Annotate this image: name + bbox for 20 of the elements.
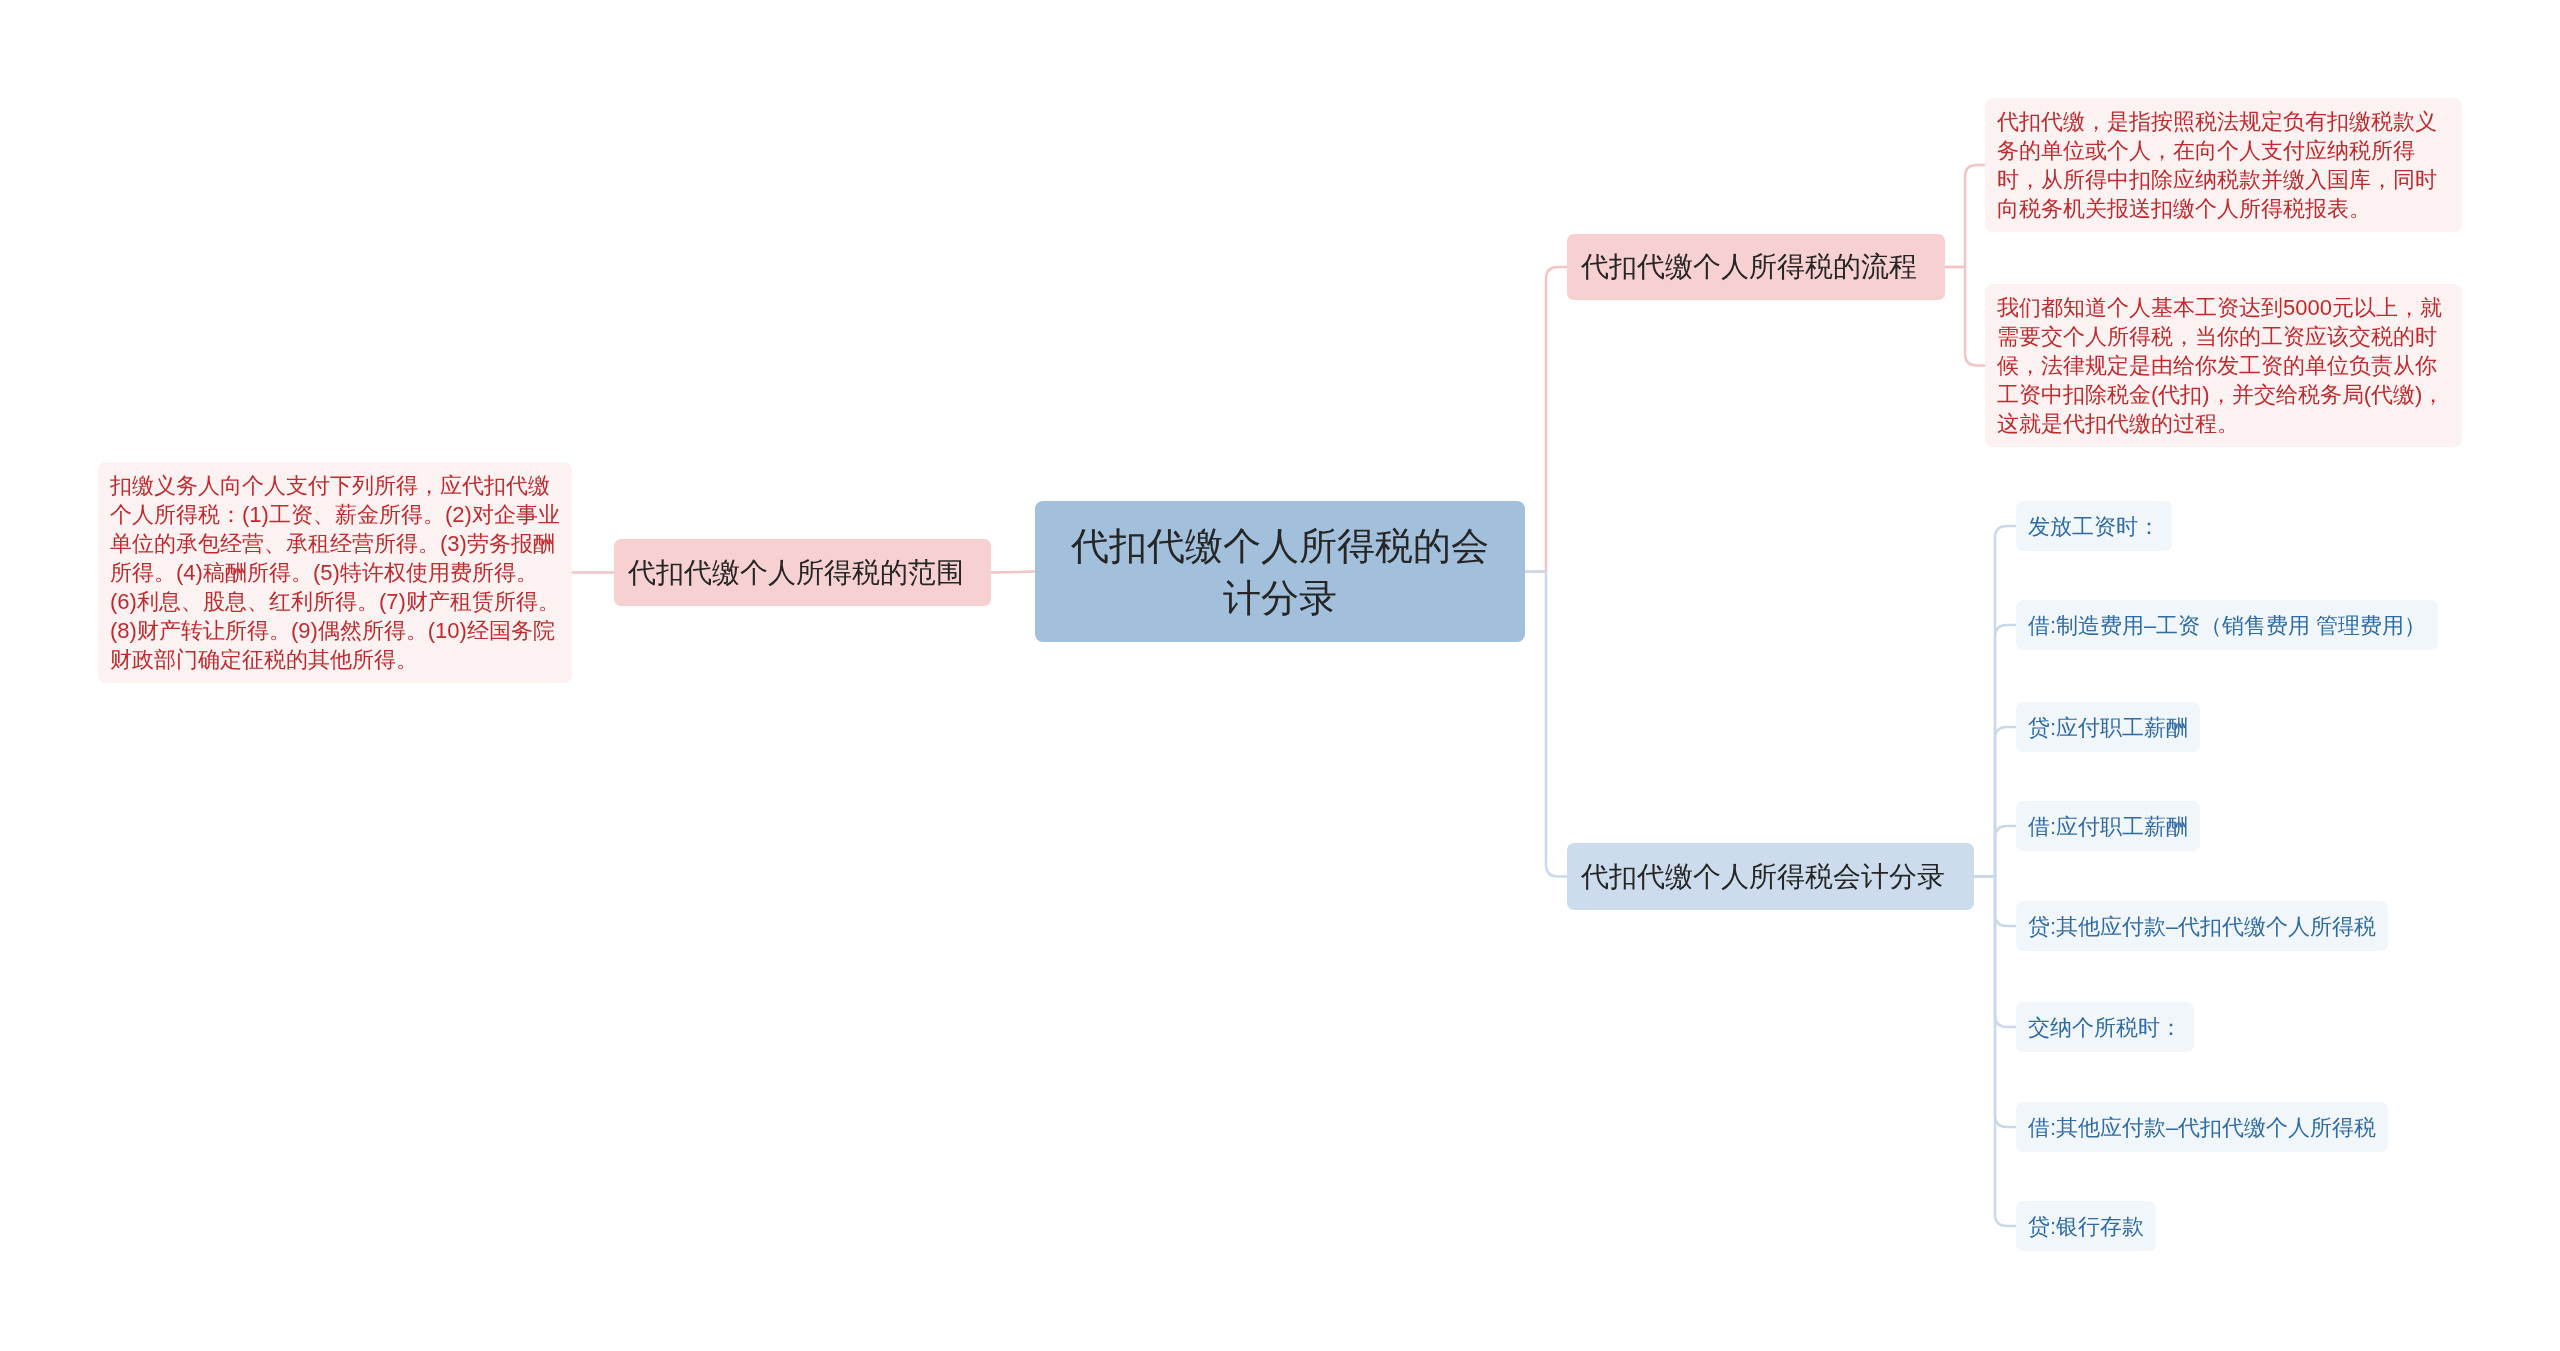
note-card: 我们都知道个人基本工资达到5000元以上，就需要交个人所得税，当你的工资应该交税的时候，法律规定是由给你发工资的单位负责从你工资中扣除税金(代扣)，并交给税务局(代缴)，这就是代扣代缴的过程。 bbox=[1985, 284, 2462, 447]
subtopic-card: 贷:银行存款 bbox=[2016, 1201, 2157, 1251]
subtopic-card: 贷:其他应付款–代扣代缴个人所得税 bbox=[2016, 901, 2389, 951]
subtopic-card: 借:制造费用–工资（销售费用 管理费用） bbox=[2016, 600, 2439, 650]
branch-topic: 代扣代缴个人所得税的范围 bbox=[614, 539, 991, 606]
central-topic: 代扣代缴个人所得税的会计分录 bbox=[1035, 501, 1525, 642]
connector-line bbox=[990, 570, 1036, 574]
subtopic-card: 贷:应付职工薪酬 bbox=[2016, 702, 2201, 752]
branch-topic: 代扣代缴个人所得税的流程 bbox=[1567, 234, 1945, 300]
subtopic-card: 交纳个所税时： bbox=[2016, 1002, 2194, 1052]
note-card: 代扣代缴，是指按照税法规定负有扣缴税款义务的单位或个人，在向个人支付应纳税所得时，从所得中扣除应纳税款并缴入国库，同时向税务机关报送扣缴个人所得税报表。 bbox=[1985, 98, 2462, 232]
connector-line bbox=[1525, 570, 1567, 878]
connector-line bbox=[1945, 265, 1985, 367]
branch-topic: 代扣代缴个人所得税会计分录 bbox=[1567, 843, 1974, 910]
connector-line bbox=[1974, 875, 2016, 1228]
note-card: 扣缴义务人向个人支付下列所得，应代扣代缴个人所得税：(1)工资、薪金所得。(2)对企事业单位的承包经营、承租经营所得。(3)劳务报酬所得。(4)稿酬所得。(5)特许权使用费所得。(6)利息、股息、红利所得。(7)财产租赁所得。(8)财产转让所得。(9)偶然所得。(10)经国务院财政部门确定征税的其他所得。 bbox=[98, 462, 572, 683]
subtopic-card: 借:应付职工薪酬 bbox=[2016, 801, 2201, 851]
connector-line bbox=[572, 571, 614, 574]
subtopic-card: 借:其他应付款–代扣代缴个人所得税 bbox=[2016, 1102, 2389, 1152]
subtopic-card: 发放工资时： bbox=[2016, 501, 2172, 551]
